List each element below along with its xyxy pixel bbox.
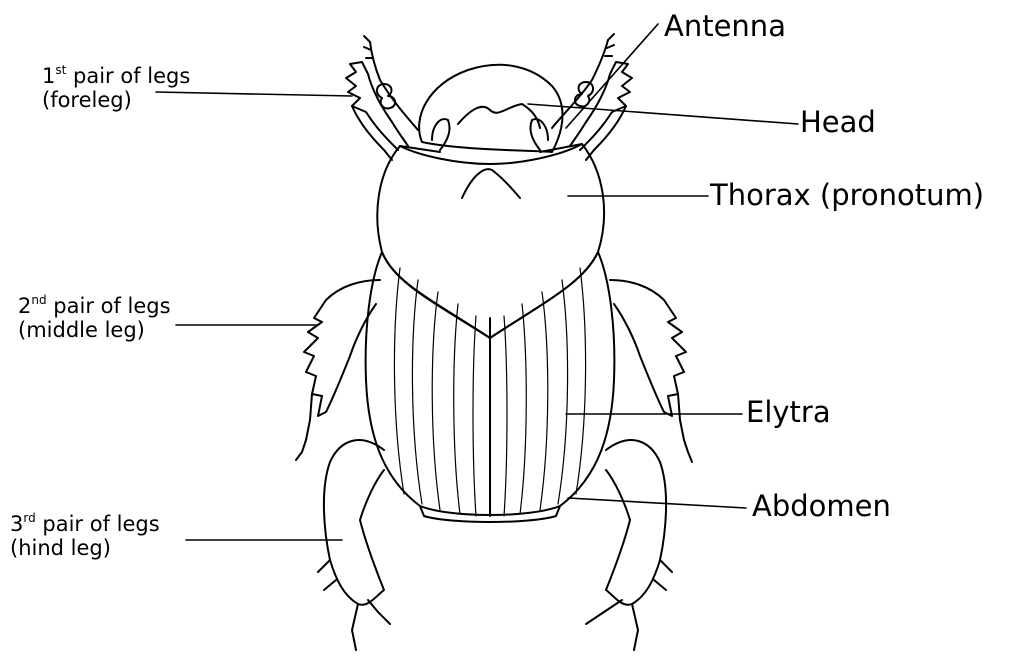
label-legs1: 1st pair of legs (foreleg) xyxy=(42,64,190,112)
label-legs2-line1: 2nd pair of legs xyxy=(18,294,171,318)
leader-lines xyxy=(156,24,798,540)
label-legs3-line1: 3rd pair of legs xyxy=(10,512,160,536)
label-head: Head xyxy=(800,106,876,139)
hind-leg-right xyxy=(586,440,672,650)
label-legs3-line2: (hind leg) xyxy=(10,536,160,560)
leader-head xyxy=(528,104,798,124)
label-legs1-line2: (foreleg) xyxy=(42,88,190,112)
label-antenna: Antenna xyxy=(664,10,786,43)
elytra xyxy=(366,252,615,522)
label-legs1-line1: 1st pair of legs xyxy=(42,64,190,88)
label-legs3: 3rd pair of legs (hind leg) xyxy=(10,512,160,560)
head xyxy=(400,65,582,152)
leader-abdomen xyxy=(568,498,746,508)
label-legs2: 2nd pair of legs (middle leg) xyxy=(18,294,171,342)
middle-leg-right xyxy=(610,280,692,462)
antenna-left xyxy=(364,36,418,130)
hind-leg-left xyxy=(318,440,390,650)
label-thorax: Thorax (pronotum) xyxy=(710,179,984,212)
middle-leg-left xyxy=(296,280,380,460)
pronotum xyxy=(377,144,604,338)
label-legs2-line2: (middle leg) xyxy=(18,318,171,342)
label-abdomen: Abdomen xyxy=(752,490,891,523)
foreleg-left xyxy=(346,62,408,160)
antenna-right xyxy=(552,34,614,128)
label-elytra: Elytra xyxy=(746,396,831,429)
